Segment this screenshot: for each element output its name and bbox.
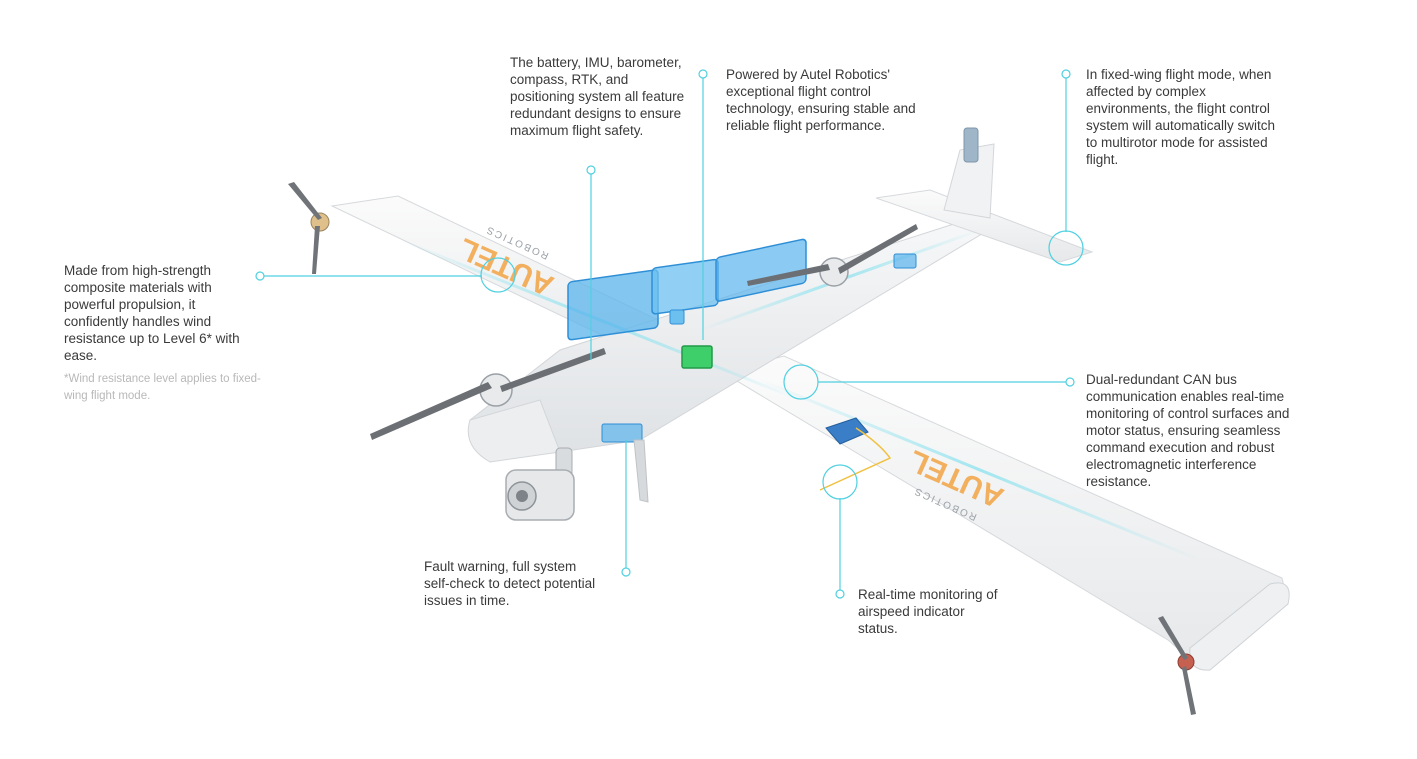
marker-dot [255,271,265,281]
nose-pod [467,399,561,463]
tail-antenna [963,127,979,163]
can-bus-module [601,423,643,443]
airspeed-sensor [825,417,869,445]
wingtip-propeller-blade [1182,666,1196,715]
wingtip-propeller-blade [312,226,320,274]
callout-can-bus: Dual-redundant CAN bus communication ena… [1086,372,1290,489]
imu-module [715,238,807,302]
marker-ring [822,464,858,500]
rtk-module [669,309,685,325]
callout-fault-warning: Fault warning, full system self-check to… [424,559,596,608]
wingtip-propeller-blade [1158,616,1188,660]
signal-glow [759,378,1201,562]
camera-lens-inner [516,490,528,502]
marker-ring [480,257,516,293]
lift-motor [819,257,849,287]
lift-propeller-blade [747,264,830,286]
callout-fixed-wing-switch: In fixed-wing flight mode, when affected… [1086,67,1276,167]
marker-ring [1048,230,1084,266]
marker-dot [586,165,596,175]
callout-redundancy: The battery, IMU, barometer, compass, RT… [510,55,685,138]
lift-propeller-blade [370,382,492,440]
callout-flight-control: Powered by Autel Robotics' exceptional f… [726,67,916,133]
lift-propeller-blade [838,224,918,274]
marker-dot [1065,377,1075,387]
marker-dot [621,567,631,577]
callout-wind-note: *Wind resistance level applies to fixed-… [64,373,261,402]
marker-dot [835,589,845,599]
marker-ring [783,364,819,400]
marker-dot [698,69,708,79]
flight-controller [681,345,713,369]
callout-composite: Made from high-strength composite materi… [64,263,240,363]
marker-dot [1061,69,1071,79]
gimbal-camera [505,447,575,521]
callout-leaders [255,69,1084,599]
propulsion [288,182,1196,715]
wingtip-propeller-blade [288,182,322,220]
battery-module [567,269,659,341]
lift-propeller-blade [500,348,606,392]
horizontal-stabilizer [875,189,1094,263]
tail-servo [893,253,917,269]
airspeed-cable [819,427,892,491]
battery-module [651,258,719,315]
lift-propeller-blade [633,439,649,503]
vertical-stabilizer [943,143,995,219]
callout-airspeed: Real-time monitoring of airspeed indicat… [858,587,998,636]
